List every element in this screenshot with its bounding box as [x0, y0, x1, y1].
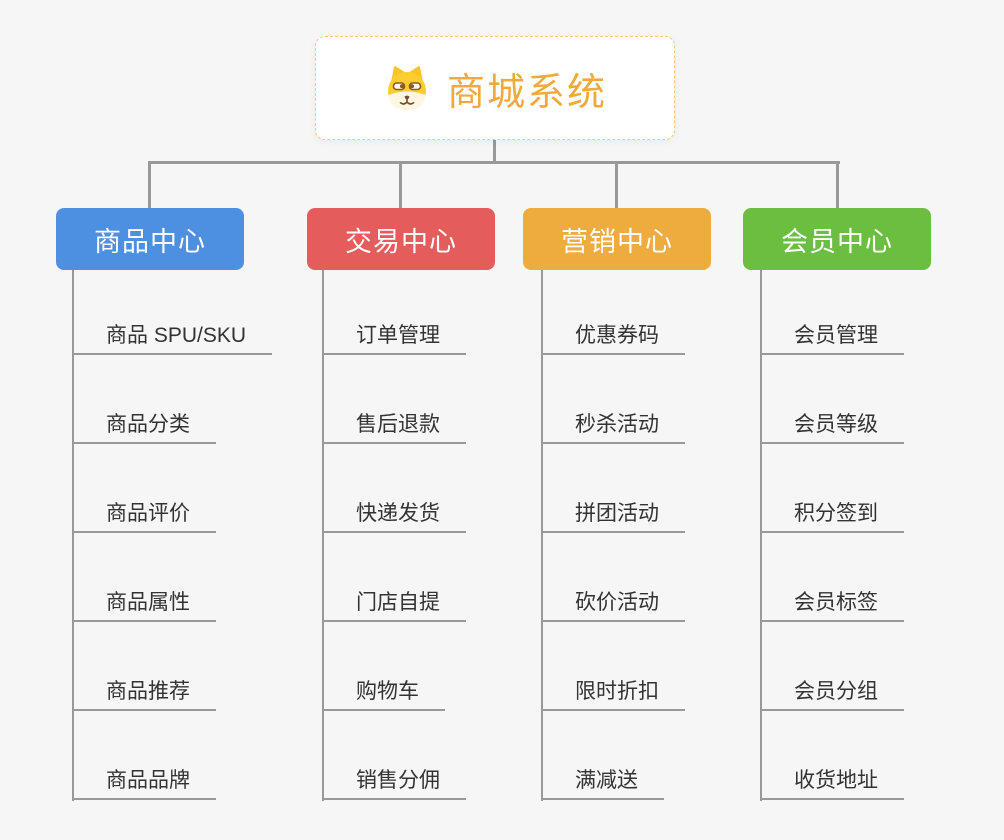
dog-face-icon [387, 66, 426, 110]
leaf-item[interactable]: 销售分佣 [322, 756, 466, 800]
connector-trunk [322, 270, 324, 801]
leaf-item[interactable]: 商品推荐 [72, 667, 216, 711]
root-title: 商城系统 [446, 71, 607, 114]
connector-trunk [760, 270, 762, 801]
leaf-item[interactable]: 拼团活动 [541, 489, 685, 533]
leaf-item[interactable]: 会员标签 [760, 578, 904, 622]
leaf-item[interactable]: 会员等级 [760, 400, 904, 444]
leaf-item[interactable]: 优惠券码 [541, 311, 685, 355]
connector-trunk [541, 270, 543, 801]
branch-label: 商品中心 [94, 226, 206, 257]
leaf-item[interactable]: 商品 SPU/SKU [72, 311, 273, 355]
connector-trunk [72, 270, 74, 801]
branch-label: 交易中心 [345, 226, 457, 257]
leaf-item[interactable]: 收货地址 [760, 756, 904, 800]
connector-root-stub [493, 140, 496, 164]
connector-drop [615, 161, 618, 209]
connector-rail [148, 161, 840, 164]
leaf-item[interactable]: 快递发货 [322, 489, 466, 533]
connector-drop [399, 161, 402, 209]
leaf-item[interactable]: 商品评价 [72, 489, 216, 533]
leaf-item[interactable]: 商品属性 [72, 578, 216, 622]
leaf-item[interactable]: 满减送 [541, 756, 664, 800]
leaf-item[interactable]: 售后退款 [322, 400, 466, 444]
leaf-item[interactable]: 会员管理 [760, 311, 904, 355]
leaf-item[interactable]: 限时折扣 [541, 667, 685, 711]
leaf-item[interactable]: 会员分组 [760, 667, 904, 711]
branch-label: 会员中心 [781, 226, 893, 257]
root-node[interactable]: 商城系统 [315, 36, 675, 140]
leaf-item[interactable]: 秒杀活动 [541, 400, 685, 444]
branch-node-trade[interactable]: 交易中心 [307, 208, 495, 270]
leaf-item[interactable]: 订单管理 [322, 311, 466, 355]
leaf-item[interactable]: 购物车 [322, 667, 445, 711]
leaf-item[interactable]: 门店自提 [322, 578, 466, 622]
leaf-item[interactable]: 商品分类 [72, 400, 216, 444]
branch-node-product[interactable]: 商品中心 [56, 208, 244, 270]
leaf-item[interactable]: 积分签到 [760, 489, 904, 533]
connector-drop [836, 161, 839, 209]
leaf-item[interactable]: 砍价活动 [541, 578, 685, 622]
branch-label: 营销中心 [561, 226, 673, 257]
leaf-item[interactable]: 商品品牌 [72, 756, 216, 800]
connector-drop [148, 161, 151, 209]
branch-node-member[interactable]: 会员中心 [743, 208, 931, 270]
branch-node-marketing[interactable]: 营销中心 [523, 208, 711, 270]
